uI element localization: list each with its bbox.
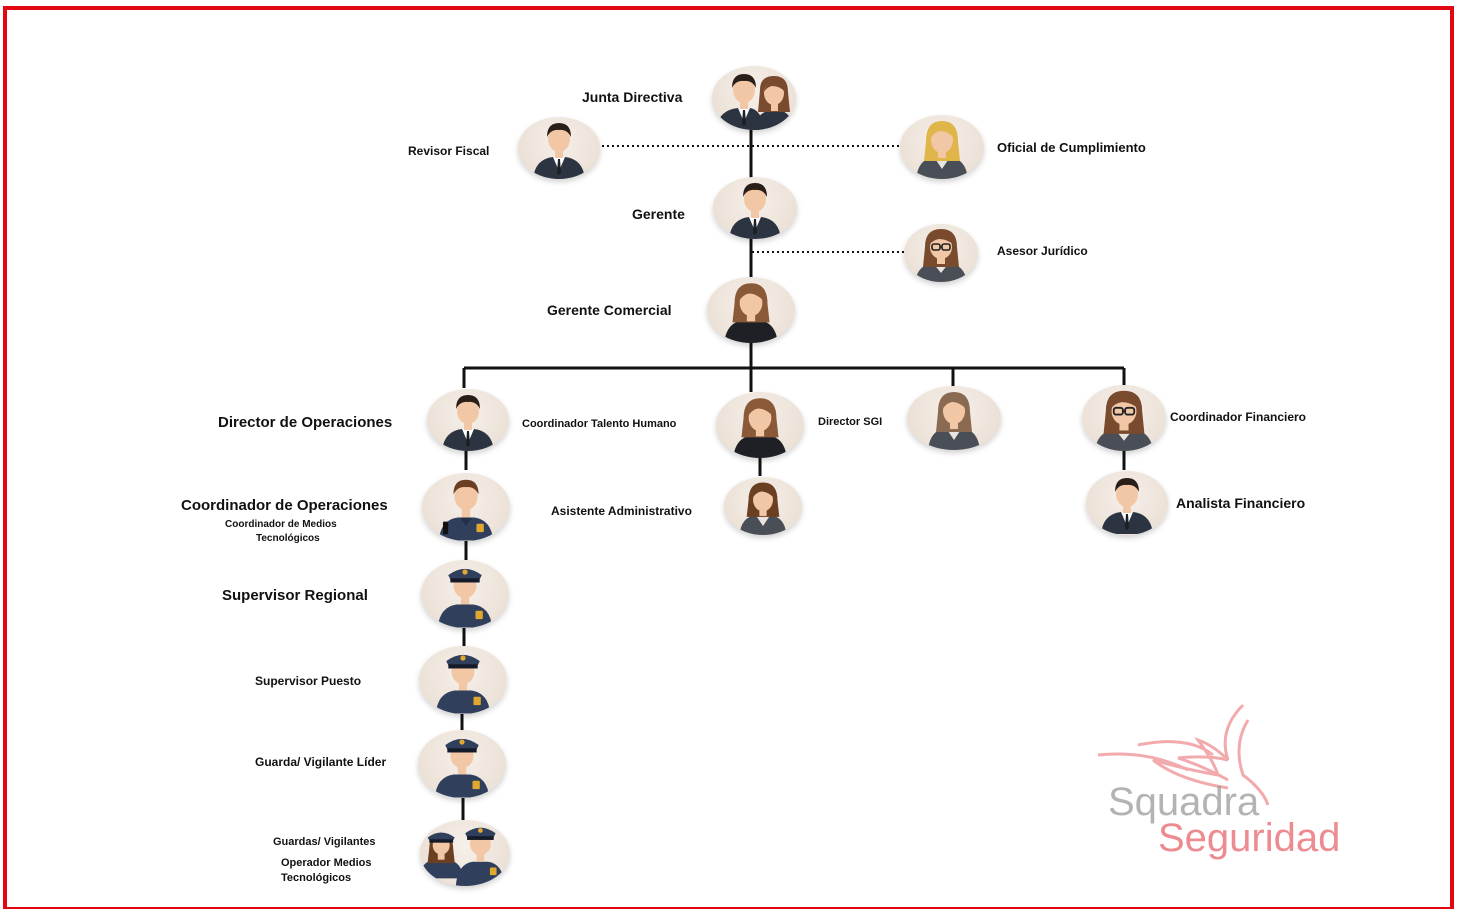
- businesswoman-icon: [907, 386, 1001, 450]
- businesswoman-blonde-icon: [900, 115, 984, 179]
- guards-group-icon: [420, 820, 510, 886]
- businessman-icon: [1086, 471, 1168, 535]
- label-guardas: Guardas/ Vigilantes: [273, 836, 376, 848]
- businesswoman-glasses-icon: [904, 224, 978, 282]
- label-supervisor-regional: Supervisor Regional: [222, 587, 368, 604]
- label-asesor-juridico: Asesor Jurídico: [997, 244, 1088, 258]
- police-officer-icon: [418, 730, 506, 798]
- label-asistente-administrativo: Asistente Administrativo: [551, 504, 692, 518]
- label-guarda-lider: Guarda/ Vigilante Líder: [255, 755, 387, 769]
- police-officer-icon: [419, 646, 507, 714]
- label-coordinador-operaciones: Coordinador de Operaciones: [181, 497, 388, 514]
- businessman-icon: [713, 177, 797, 239]
- label-revisor-fiscal: Revisor Fiscal: [408, 144, 490, 158]
- businessman-icon: [427, 389, 509, 451]
- squadra-logo: Squadra Seguridad: [1078, 700, 1368, 870]
- businesswoman-icon: [724, 477, 802, 535]
- police-officer-icon: [421, 560, 509, 628]
- label-coordinador-medios-1: Coordinador de Medios: [225, 519, 337, 530]
- label-operador-2: Tecnológicos: [281, 872, 352, 884]
- logo-text-seguridad: Seguridad: [1158, 816, 1341, 860]
- businesswoman-icon: [707, 277, 795, 343]
- businesswoman-glasses-icon: [1082, 385, 1166, 451]
- label-operador-1: Operador Medios: [281, 857, 372, 869]
- label-coordinador-medios-2: Tecnológicos: [256, 533, 320, 544]
- label-gerente-comercial: Gerente Comercial: [547, 302, 672, 318]
- security-officer-icon: [422, 473, 510, 541]
- label-oficial-cumplimiento: Oficial de Cumplimiento: [997, 140, 1146, 155]
- label-director-sgi: Director SGI: [818, 416, 883, 428]
- businessman-icon: [518, 117, 600, 179]
- label-director-operaciones: Director de Operaciones: [218, 414, 393, 431]
- board-couple-icon: [712, 66, 796, 130]
- label-coordinador-financiero: Coordinador Financiero: [1170, 410, 1307, 424]
- logo-text-squadra: Squadra: [1108, 780, 1260, 824]
- phoenix-logo-icon: [1097, 703, 1270, 806]
- label-junta-directiva: Junta Directiva: [582, 89, 683, 105]
- label-supervisor-puesto: Supervisor Puesto: [255, 674, 362, 688]
- label-coordinador-talento: Coordinador Talento Humano: [522, 418, 677, 430]
- label-gerente: Gerente: [632, 206, 685, 222]
- label-analista-financiero: Analista Financiero: [1176, 495, 1306, 511]
- page-frame: [3, 6, 1454, 909]
- businesswoman-icon: [716, 392, 804, 458]
